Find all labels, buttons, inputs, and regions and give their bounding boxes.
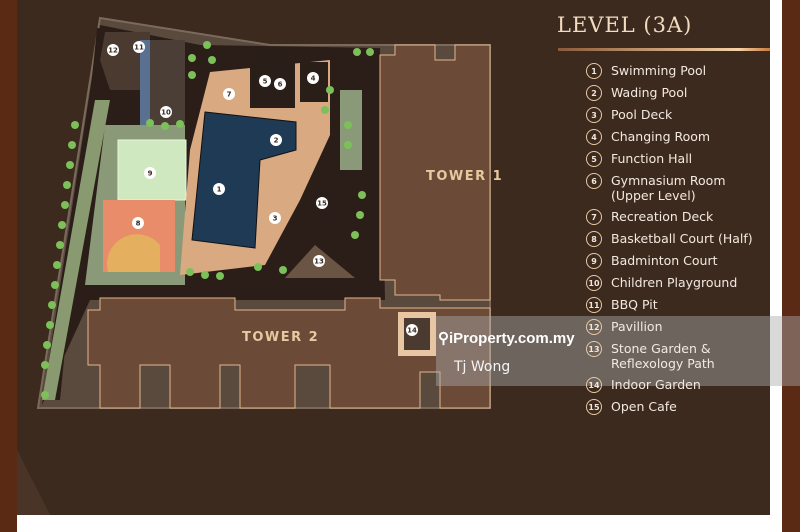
left-border	[0, 0, 17, 532]
watermark-brand: ⚲iProperty.com.my	[438, 329, 575, 347]
legend-label: Gymnasium Room (Upper Level)	[611, 173, 726, 203]
svg-text:11: 11	[134, 44, 144, 52]
tower-2-label: TOWER 2	[242, 330, 319, 345]
legend-item: 7 Recreation Deck	[586, 209, 768, 231]
legend-number: 11	[586, 297, 602, 313]
title-underline	[558, 48, 770, 51]
legend-number: 10	[586, 275, 602, 291]
svg-text:8: 8	[136, 220, 141, 228]
svg-text:3: 3	[273, 215, 278, 223]
marker-10: 10	[160, 106, 172, 118]
legend-item: 4 Changing Room	[586, 129, 768, 151]
legend-label: Stone Garden & Reflexology Path	[611, 341, 715, 371]
legend-label: Recreation Deck	[611, 209, 714, 224]
legend-label: Open Cafe	[611, 399, 677, 414]
legend-label: Changing Room	[611, 129, 711, 144]
svg-text:2: 2	[274, 137, 279, 145]
marker-11: 11	[133, 41, 145, 53]
legend-number: 15	[586, 399, 602, 415]
legend-item: 9 Badminton Court	[586, 253, 768, 275]
marker-3: 3	[269, 212, 281, 224]
svg-text:4: 4	[311, 75, 316, 83]
marker-7: 7	[223, 88, 235, 100]
tower-1	[379, 44, 491, 301]
marker-12: 12	[107, 44, 119, 56]
legend-number: 7	[586, 209, 602, 225]
svg-text:5: 5	[263, 78, 268, 86]
legend-item: 11 BBQ Pit	[586, 297, 768, 319]
watermark-user: Tj Wong	[454, 359, 511, 375]
swimming-pool	[191, 111, 297, 249]
marker-8: 8	[132, 217, 144, 229]
location-pin-icon: ⚲	[438, 330, 449, 347]
legend-number: 2	[586, 85, 602, 101]
legend-label: Basketball Court (Half)	[611, 231, 753, 246]
marker-14: 14	[406, 324, 418, 336]
marker-9: 9	[144, 167, 156, 179]
legend-number: 1	[586, 63, 602, 79]
watermark-band	[436, 316, 800, 386]
marker-5: 5	[259, 75, 271, 87]
legend-label: Pavillion	[611, 319, 663, 334]
legend-item: 15 Open Cafe	[586, 399, 768, 421]
legend-label: Wading Pool	[611, 85, 688, 100]
legend-label: BBQ Pit	[611, 297, 658, 312]
svg-text:6: 6	[278, 81, 283, 89]
trees	[41, 41, 374, 399]
svg-text:9: 9	[148, 170, 153, 178]
marker-13: 13	[313, 255, 325, 267]
legend-number: 4	[586, 129, 602, 145]
legend-list: 1 Swimming Pool 2 Wading Pool 3 Pool Deck 4…	[586, 63, 768, 421]
legend-label: Badminton Court	[611, 253, 718, 268]
legend-item: 2 Wading Pool	[586, 85, 768, 107]
right-gap	[770, 0, 782, 532]
marker-4: 4	[307, 72, 319, 84]
marker-15: 15	[316, 197, 328, 209]
legend-item: 14 Indoor Garden	[586, 377, 768, 399]
legend-number: 12	[586, 319, 602, 335]
legend-number: 8	[586, 231, 602, 247]
legend-item: 6 Gymnasium Room (Upper Level)	[586, 173, 768, 209]
plan-markers: 1 2 3 4 5 6 7 8 9 10 11 12 13 14 15	[107, 41, 418, 336]
watermark-brand-text: iProperty.com.my	[449, 330, 575, 347]
svg-text:14: 14	[407, 327, 417, 335]
legend-number: 13	[586, 341, 602, 357]
legend-number: 5	[586, 151, 602, 167]
legend-item: 10 Children Playground	[586, 275, 768, 297]
legend-label: Swimming Pool	[611, 63, 707, 78]
svg-text:10: 10	[161, 109, 171, 117]
tower-2	[87, 297, 491, 409]
legend-number: 14	[586, 377, 602, 393]
marker-1: 1	[213, 183, 225, 195]
legend-label: Function Hall	[611, 151, 693, 166]
marker-2: 2	[270, 134, 282, 146]
legend-item: 8 Basketball Court (Half)	[586, 231, 768, 253]
legend-number: 3	[586, 107, 602, 123]
legend-number: 9	[586, 253, 602, 269]
level-title: LEVEL (3A)	[557, 13, 693, 37]
svg-text:7: 7	[227, 91, 232, 99]
svg-text:13: 13	[314, 258, 324, 266]
legend-item: 12 Pavillion	[586, 319, 768, 341]
legend-item: 5 Function Hall	[586, 151, 768, 173]
legend-label: Pool Deck	[611, 107, 673, 122]
legend-item: 3 Pool Deck	[586, 107, 768, 129]
tower-1-label: TOWER 1	[426, 169, 503, 184]
svg-text:1: 1	[217, 186, 222, 194]
legend-item: 1 Swimming Pool	[586, 63, 768, 85]
marker-6: 6	[274, 78, 286, 90]
svg-text:15: 15	[317, 200, 327, 208]
legend-label: Indoor Garden	[611, 377, 701, 392]
legend-number: 6	[586, 173, 602, 189]
svg-text:12: 12	[108, 47, 118, 55]
legend-label: Children Playground	[611, 275, 738, 290]
legend-item: 13 Stone Garden & Reflexology Path	[586, 341, 768, 377]
